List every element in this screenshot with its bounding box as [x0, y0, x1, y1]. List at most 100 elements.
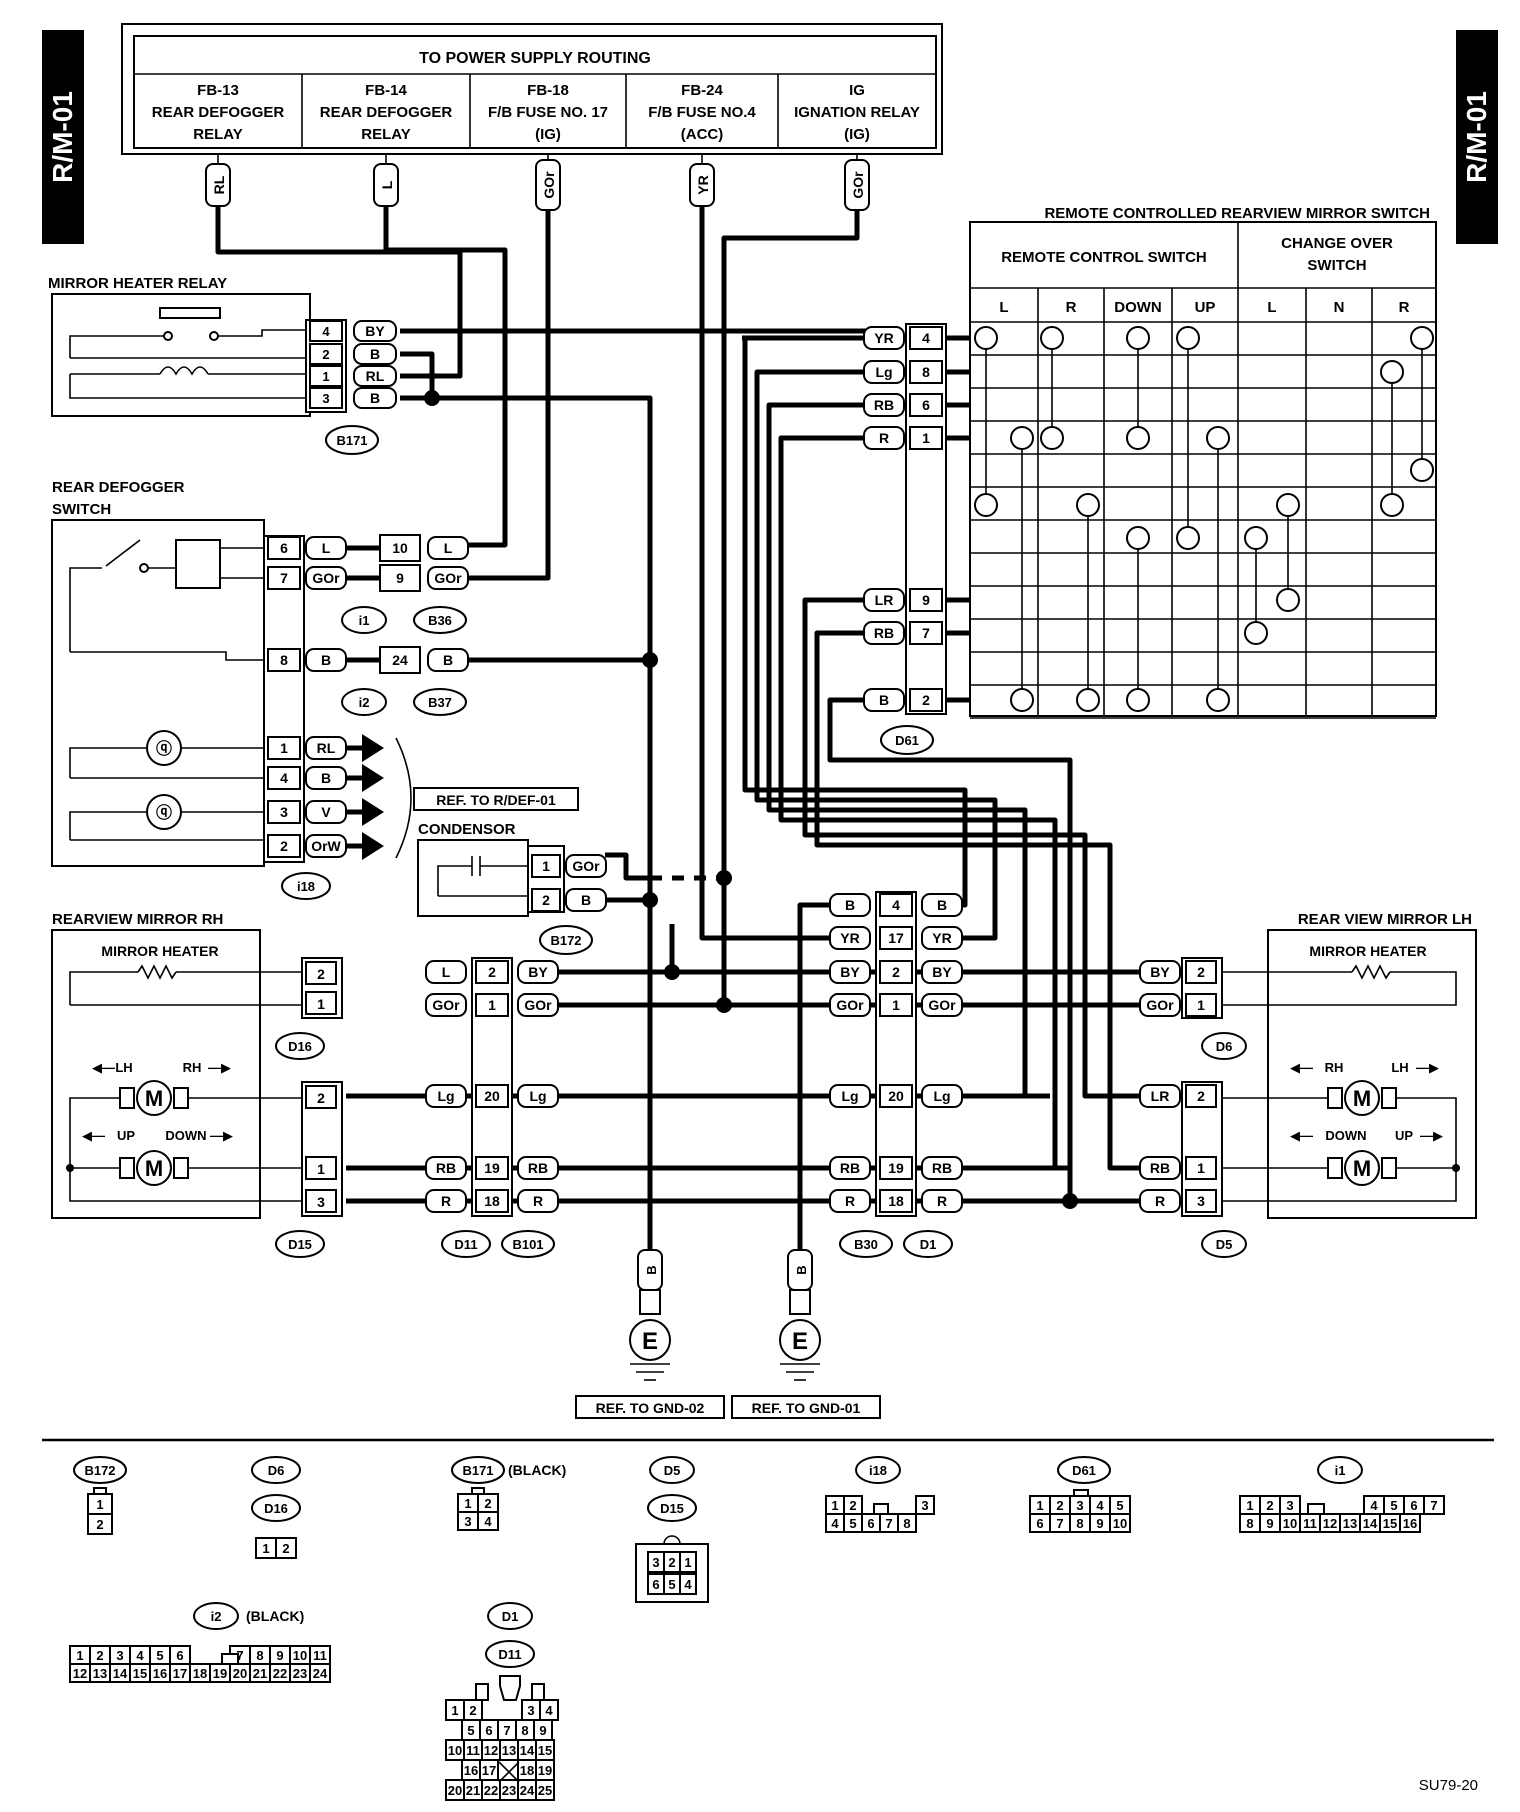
legend-pin: 1 — [1036, 1498, 1043, 1513]
d5-pin-1: 1 — [1197, 1160, 1205, 1176]
svg-text:RELAY: RELAY — [361, 126, 410, 143]
legend-pin-box — [679, 1573, 697, 1595]
doc-code: SU79-20 — [1419, 1777, 1478, 1794]
legend-pin: 24 — [520, 1783, 535, 1798]
switch-contact — [1126, 426, 1150, 450]
legend-pin: 9 — [1096, 1516, 1103, 1531]
svg-text:D61: D61 — [1072, 1463, 1096, 1478]
svg-text:E: E — [642, 1328, 658, 1355]
d61-pin-3: 1 — [922, 430, 930, 446]
legend-pin: 9 — [1266, 1516, 1273, 1531]
relay-pin-0-box — [309, 320, 343, 342]
svg-text:DOWN: DOWN — [165, 1128, 206, 1143]
relay-wire-3-tag — [353, 387, 397, 409]
switch-table: REMOTE CONTROLLED REARVIEW MIRROR SWITCH… — [969, 205, 1437, 719]
def-mpin-mid-box — [379, 646, 421, 674]
d1-pin-6: 18 — [888, 1193, 904, 1209]
d11-right-4-tag — [517, 1189, 559, 1213]
switch-contact — [1076, 688, 1100, 712]
svg-text:L: L — [379, 180, 395, 189]
d1-left-5-tag — [829, 1156, 871, 1180]
switch-contact — [1410, 326, 1434, 350]
d61-wire-5-tag — [863, 621, 905, 645]
switch-contact — [1176, 326, 1200, 350]
legend-pin: 4 — [684, 1577, 692, 1592]
def-mwire-top-1-tag — [427, 566, 469, 590]
svg-text:(ACC): (ACC) — [681, 126, 724, 143]
relay-pin-3-box — [309, 387, 343, 409]
legend-pin: 5 — [668, 1577, 675, 1592]
side-tab-right-text: R/M-01 — [1461, 91, 1492, 183]
d5-wire-1-tag — [1139, 1156, 1181, 1180]
legend-pin: 12 — [73, 1666, 87, 1681]
svg-text:DOWN: DOWN — [1325, 1128, 1366, 1143]
svg-text:FB-24: FB-24 — [681, 82, 723, 99]
d1-left-2: BY — [840, 964, 860, 980]
legend-pin: 6 — [867, 1516, 874, 1531]
svg-text:UP: UP — [117, 1128, 135, 1143]
mirror-rh-title: REARVIEW MIRROR RH — [52, 911, 223, 928]
relay-wire-0: BY — [365, 323, 385, 339]
d61-wire-4-tag — [863, 588, 905, 612]
def-pin-top-1-box — [267, 566, 301, 590]
d61-wire-5: RB — [874, 625, 894, 641]
d6-wire-1: GOr — [1146, 997, 1174, 1013]
d61-pin-2: 6 — [922, 397, 930, 413]
d1-right-3: GOr — [928, 997, 956, 1013]
d1-pin-3-box — [879, 993, 913, 1017]
svg-text:F/B FUSE NO.4: F/B FUSE NO.4 — [648, 104, 756, 121]
svg-text:RL: RL — [211, 175, 227, 194]
svg-text:FB-13: FB-13 — [197, 82, 239, 99]
legend-pin: 7 — [503, 1723, 510, 1738]
d61-wire-6: B — [879, 692, 889, 708]
switch-contact — [1040, 326, 1064, 350]
svg-text:MIRROR HEATER: MIRROR HEATER — [1309, 943, 1426, 959]
d11-pin-3: 19 — [484, 1160, 500, 1176]
legend-pin: 4 — [1096, 1498, 1104, 1513]
d1-right-5: RB — [932, 1160, 952, 1176]
d5-pin-2: 3 — [1197, 1193, 1205, 1209]
switch-col-1: R — [1066, 299, 1077, 316]
def-mpin-mid: 24 — [392, 652, 408, 668]
svg-text:D16: D16 — [288, 1039, 312, 1054]
legend-pin: 17 — [173, 1666, 187, 1681]
svg-text:4: 4 — [484, 1514, 492, 1529]
def-wire-bot-2: V — [321, 804, 331, 820]
power-col-3: FB-18 F/B FUSE NO. 17 (IG) — [488, 82, 608, 143]
switch-contact — [974, 326, 998, 350]
legend-pin: 20 — [233, 1666, 247, 1681]
legend-pin: 8 — [1246, 1516, 1253, 1531]
svg-text:(BLACK): (BLACK) — [508, 1462, 566, 1478]
switch-col-6: R — [1399, 299, 1410, 316]
legend-pin: 16 — [464, 1763, 478, 1778]
d1-right-3-tag — [921, 993, 963, 1017]
legend-pin-box — [897, 1513, 917, 1533]
legend-pin: 7 — [1056, 1516, 1063, 1531]
d1-pin-4-box — [879, 1084, 913, 1108]
d1-right-2: BY — [932, 964, 952, 980]
def-pin-top-0-box — [267, 536, 301, 560]
legend-pin: 5 — [156, 1648, 163, 1663]
d1-right-4: Lg — [933, 1088, 950, 1104]
d1-right-0-tag — [921, 893, 963, 917]
d5-wire-2-tag — [1139, 1189, 1181, 1213]
legend-pin: 13 — [1343, 1516, 1357, 1531]
svg-text:i2: i2 — [211, 1609, 222, 1624]
relay-pin-2: 1 — [322, 369, 329, 384]
relay-pin-3: 3 — [322, 391, 329, 406]
def-pin-mid: 8 — [280, 652, 288, 668]
d61-pin-1: 8 — [922, 364, 930, 380]
arrow-icon — [362, 798, 384, 826]
legend-pin: 24 — [313, 1666, 328, 1681]
def-pin-bot-2: 3 — [280, 804, 288, 820]
legend-pin-box — [1399, 1513, 1421, 1533]
d11-left-0: L — [442, 964, 451, 980]
svg-text:i1: i1 — [1335, 1463, 1346, 1478]
svg-text:B37: B37 — [428, 695, 452, 710]
def-mwire-top-0-tag — [427, 536, 469, 560]
svg-text:B: B — [794, 1265, 809, 1274]
rearview-mirror-rh: REARVIEW MIRROR RH MIRROR HEATER LH ◀— R… — [51, 911, 343, 1258]
legend-pin: 1 — [1246, 1498, 1253, 1513]
